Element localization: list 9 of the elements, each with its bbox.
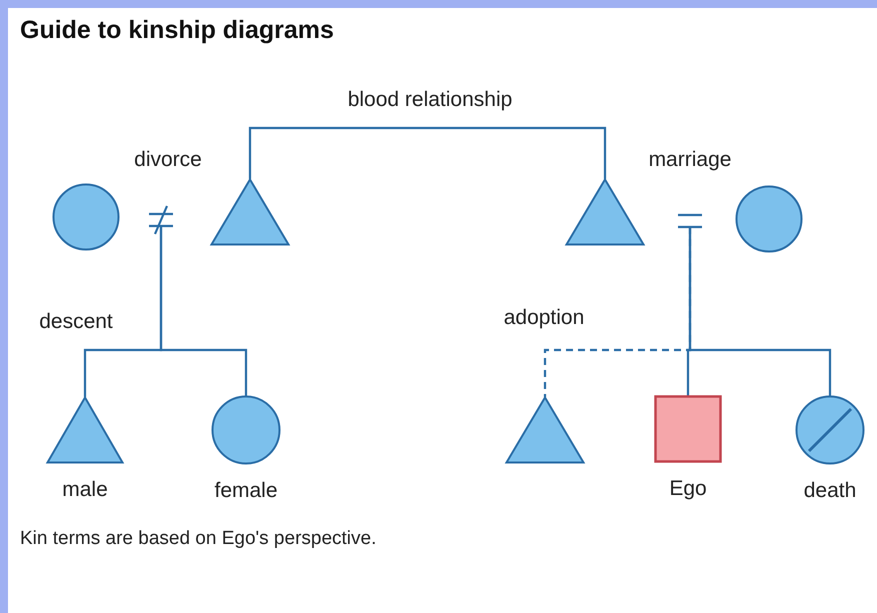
kinship-line — [688, 227, 832, 396]
title: Guide to kinship diagrams — [20, 16, 334, 45]
kinship-line — [248, 126, 606, 179]
kinship-line — [160, 226, 248, 396]
symbol-label: female — [214, 479, 278, 503]
symbol-label: death — [804, 479, 856, 503]
caption: Kin terms are based on Ego's perspective. — [20, 528, 376, 550]
symbol-label: male — [62, 478, 108, 502]
symbol-label: Ego — [669, 477, 707, 501]
